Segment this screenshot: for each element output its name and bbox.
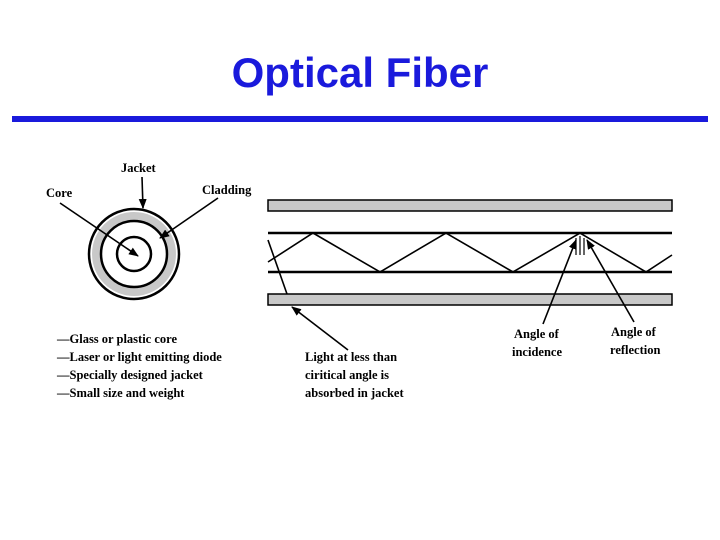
absorbed-caption: absorbed in jacket (305, 386, 404, 400)
jacket-bottom (267, 293, 673, 306)
light-ray-path (267, 232, 673, 273)
arrow-core (59, 202, 139, 257)
feature-item: —Specially designed jacket (56, 368, 204, 382)
arrow-jacket (138, 176, 147, 209)
absorbed-caption: Light at less than (305, 350, 397, 364)
reflection-caption: reflection (610, 343, 660, 357)
arrow-absorbed (291, 306, 349, 351)
label-cladding: Cladding (202, 183, 252, 197)
absorbed-caption: ciritical angle is (305, 368, 389, 382)
arrow-reflection (586, 239, 635, 323)
cross-section: Jacket Core Cladding (46, 161, 252, 301)
arrow-cladding (159, 197, 219, 239)
arrow-incidence (542, 239, 577, 325)
jacket-top (267, 199, 673, 212)
reflection-caption: Angle of (611, 325, 657, 339)
incidence-caption: incidence (512, 345, 562, 359)
feature-item: —Small size and weight (56, 386, 185, 400)
feature-item: —Glass or plastic core (56, 332, 177, 346)
absorbed-ray (267, 239, 288, 295)
incidence-caption: Angle of (514, 327, 560, 341)
title-underline (12, 116, 708, 122)
longitudinal-section: Light at less than ciritical angle is ab… (267, 199, 673, 400)
feature-list: —Glass or plastic core —Laser or light e… (56, 332, 222, 400)
label-jacket: Jacket (121, 161, 157, 175)
label-core: Core (46, 186, 73, 200)
feature-item: —Laser or light emitting diode (56, 350, 222, 364)
slide-title: Optical Fiber (231, 49, 489, 96)
